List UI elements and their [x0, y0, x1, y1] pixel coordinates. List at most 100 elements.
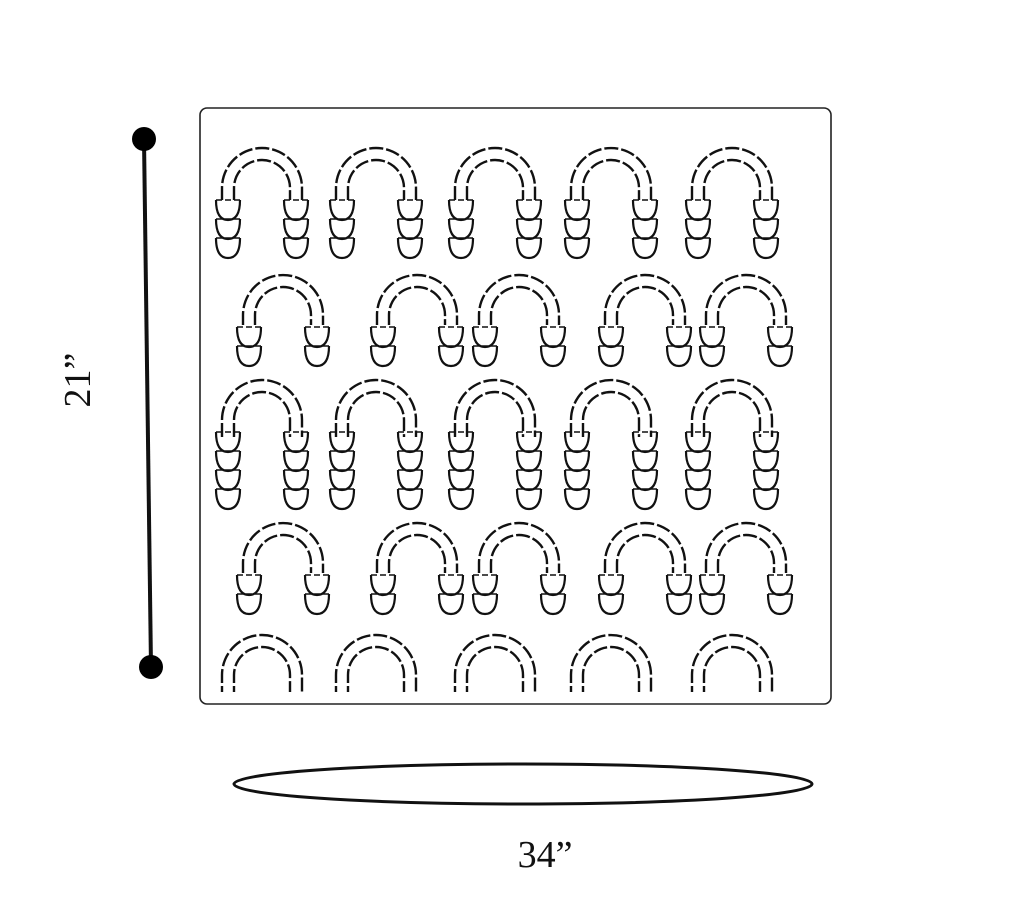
arch-left-leg-scallop: [235, 574, 263, 597]
arch-outer-band: [334, 146, 418, 200]
arch-right-leg-scallop: [396, 237, 424, 260]
arch-outer-band: [241, 273, 325, 325]
height-dimension-line: [142, 138, 153, 668]
arch-outer-band: [477, 521, 561, 573]
arch-left-leg-scallop: [684, 469, 712, 492]
arch-left-leg-scallop: [328, 469, 356, 492]
arch-outer-band: [704, 521, 788, 573]
arch-outer-band: [220, 146, 304, 200]
arch-right-leg-scallop: [437, 574, 465, 597]
arch-right-leg-scallop: [631, 199, 659, 222]
height-dimension-top-dot: [132, 127, 156, 151]
arch-outer-band: [453, 378, 537, 437]
arch-right-leg-scallop: [539, 593, 567, 616]
arch-inner-band: [702, 645, 762, 692]
arch-outer-band: [690, 146, 774, 200]
arch-row-3: [684, 378, 780, 511]
arch-outer-band: [453, 633, 537, 692]
arch-inner-band: [232, 390, 292, 437]
arch-pattern: [214, 146, 794, 692]
arch-left-leg-scallop: [328, 218, 356, 241]
arch-left-leg-scallop: [447, 237, 475, 260]
arch-inner-band: [346, 645, 406, 692]
arch-inner-band: [702, 158, 762, 200]
arch-left-leg-scallop: [214, 199, 242, 222]
arch-row-4: [597, 521, 693, 616]
arch-left-leg-scallop: [698, 345, 726, 368]
arch-left-leg-scallop: [684, 488, 712, 511]
arch-row-1: [447, 146, 543, 260]
arch-left-leg-scallop: [369, 326, 397, 349]
arch-inner-band: [615, 285, 675, 325]
arch-right-leg-scallop: [766, 574, 794, 597]
arch-left-leg-scallop: [684, 237, 712, 260]
arch-left-leg-scallop: [471, 326, 499, 349]
arch-right-leg-scallop: [396, 431, 424, 454]
arch-right-leg-scallop: [282, 218, 310, 241]
arch-row-3: [214, 378, 310, 511]
arch-inner-band: [716, 285, 776, 325]
arch-left-leg-scallop: [698, 574, 726, 597]
arch-right-leg-scallop: [396, 450, 424, 473]
arch-left-leg-scallop: [597, 593, 625, 616]
arch-left-leg-scallop: [447, 199, 475, 222]
arch-row-4: [235, 521, 331, 616]
arch-row-4: [471, 521, 567, 616]
arch-right-leg-scallop: [303, 574, 331, 597]
arch-right-leg-scallop: [631, 218, 659, 241]
arch-left-leg-scallop: [369, 593, 397, 616]
arch-row-5: [220, 633, 304, 692]
arch-left-leg-scallop: [328, 431, 356, 454]
arch-outer-band: [453, 146, 537, 200]
arch-left-leg-scallop: [447, 469, 475, 492]
arch-left-leg-scallop: [214, 237, 242, 260]
arch-row-2: [698, 273, 794, 368]
arch-left-leg-scallop: [597, 345, 625, 368]
arch-right-leg-scallop: [752, 469, 780, 492]
arch-row-2: [235, 273, 331, 368]
arch-row-2: [369, 273, 465, 368]
arch-inner-band: [581, 158, 641, 200]
height-dimension: [132, 127, 163, 679]
arch-right-leg-scallop: [665, 345, 693, 368]
arch-left-leg-scallop: [235, 345, 263, 368]
arch-outer-band: [569, 633, 653, 692]
arch-left-leg-scallop: [563, 431, 591, 454]
arch-left-leg-scallop: [328, 450, 356, 473]
height-dimension-label: 21”: [57, 352, 99, 408]
arch-right-leg-scallop: [303, 593, 331, 616]
arch-right-leg-scallop: [515, 488, 543, 511]
arch-right-leg-scallop: [766, 345, 794, 368]
arch-outer-band: [569, 378, 653, 437]
arch-row-5: [453, 633, 537, 692]
arch-right-leg-scallop: [752, 450, 780, 473]
arch-right-leg-scallop: [396, 488, 424, 511]
arch-right-leg-scallop: [437, 593, 465, 616]
arch-row-1: [214, 146, 310, 260]
arch-right-leg-scallop: [539, 574, 567, 597]
arch-outer-band: [477, 273, 561, 325]
arch-inner-band: [581, 645, 641, 692]
arch-right-leg-scallop: [515, 218, 543, 241]
arch-right-leg-scallop: [752, 218, 780, 241]
arch-row-4: [698, 521, 794, 616]
arch-row-4: [369, 521, 465, 616]
arch-left-leg-scallop: [563, 218, 591, 241]
arch-outer-band: [334, 378, 418, 437]
stencil-panel: [199, 107, 832, 705]
arch-left-leg-scallop: [214, 218, 242, 241]
arch-outer-band: [220, 633, 304, 692]
arch-left-leg-scallop: [684, 199, 712, 222]
arch-right-leg-scallop: [539, 326, 567, 349]
arch-inner-band: [489, 285, 549, 325]
arch-right-leg-scallop: [665, 593, 693, 616]
arch-right-leg-scallop: [282, 237, 310, 260]
arch-right-leg-scallop: [282, 199, 310, 222]
arch-right-leg-scallop: [515, 431, 543, 454]
width-dimension-ellipse: [232, 762, 814, 806]
arch-outer-band: [375, 273, 459, 325]
arch-right-leg-scallop: [665, 326, 693, 349]
arch-right-leg-scallop: [303, 345, 331, 368]
arch-left-leg-scallop: [684, 431, 712, 454]
arch-inner-band: [387, 533, 447, 573]
